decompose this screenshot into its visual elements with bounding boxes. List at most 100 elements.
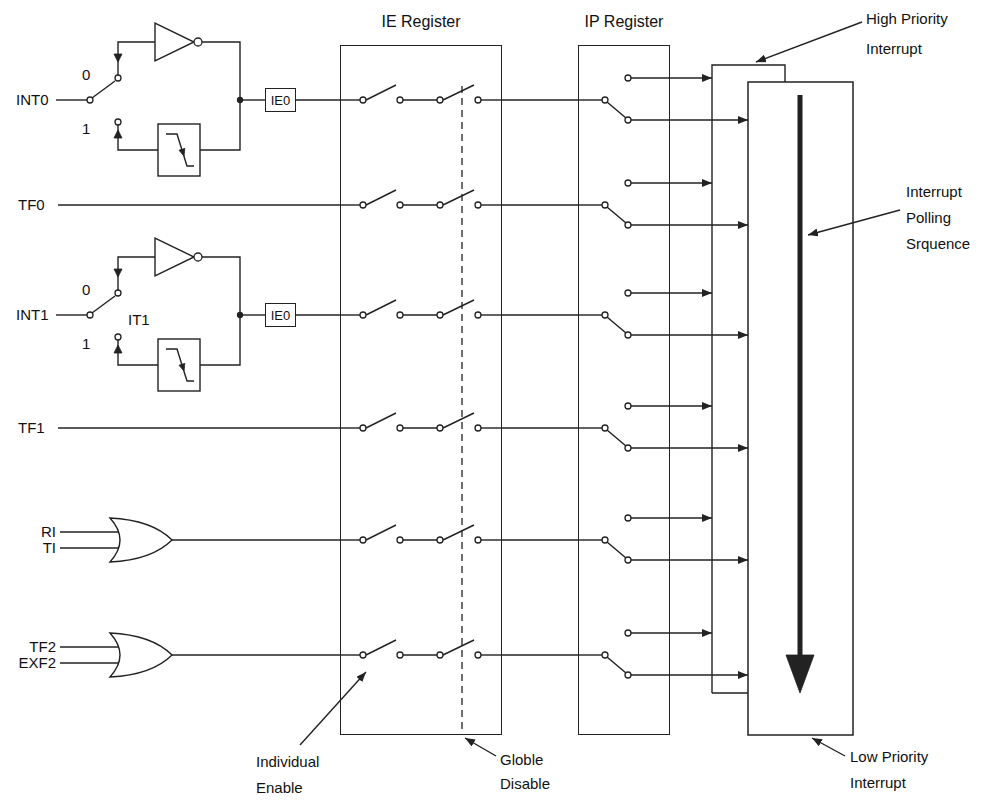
mode-switch-lever — [92, 296, 115, 313]
individual-enable-switch — [366, 413, 396, 428]
gate-output-wire — [172, 539, 340, 540]
level-path-wire — [118, 42, 155, 75]
enable-wire — [481, 654, 502, 655]
flag-box: IE0 — [265, 88, 296, 112]
low-priority-wire — [631, 119, 748, 120]
register-box: IP Register — [578, 45, 670, 735]
flag-wire — [240, 99, 265, 100]
low-priority-wire — [631, 559, 748, 560]
individual-enable-switch — [366, 85, 396, 100]
register-box: IE Register — [340, 45, 502, 735]
register-heading: IE Register — [381, 12, 460, 32]
switch-contact — [397, 537, 403, 543]
flag-box: IE0 — [265, 303, 296, 327]
switch-contact — [437, 312, 443, 318]
priority-wire — [578, 314, 602, 315]
switch-contact — [115, 119, 121, 125]
switch-position: 1 — [82, 120, 90, 138]
priority-wire — [578, 427, 602, 428]
global-enable-switch — [443, 413, 474, 428]
enable-wire — [481, 99, 502, 100]
merge-wire — [200, 257, 240, 365]
enable-wire — [481, 539, 502, 540]
edge-detector-box — [158, 339, 200, 391]
low-priority-box — [748, 82, 853, 735]
edge-path-wire — [118, 340, 158, 365]
annotation: High Priority Interrupt — [866, 4, 981, 64]
switch-contact — [437, 97, 443, 103]
switch-contact — [437, 537, 443, 543]
low-priority-wire — [631, 224, 748, 225]
enable-wire — [403, 539, 437, 540]
input-wire — [60, 646, 120, 647]
switch-contact — [437, 652, 443, 658]
switch-contact — [115, 75, 121, 81]
signal-connector — [296, 314, 340, 315]
input-wire — [58, 427, 340, 428]
high-priority-wire — [631, 517, 712, 518]
enable-wire — [481, 314, 502, 315]
high-priority-wire — [631, 77, 712, 78]
control-bit-name: IT1 — [128, 311, 150, 329]
priority-switch-lever — [607, 207, 626, 223]
enable-wire — [403, 427, 437, 428]
high-priority-wire — [631, 182, 712, 183]
switch-contact — [397, 652, 403, 658]
switch-contact — [475, 425, 481, 431]
switch-contact — [625, 672, 631, 678]
flag-wire — [240, 314, 265, 315]
switch-contact — [625, 75, 631, 81]
flow-arrow — [114, 54, 122, 62]
switch-contact — [115, 334, 121, 340]
switch-contact — [360, 97, 366, 103]
switch-contact — [475, 537, 481, 543]
switch-contact — [360, 425, 366, 431]
priority-switch-lever — [607, 317, 626, 333]
signal-name: TF1 — [18, 419, 45, 437]
priority-switch-lever — [607, 542, 626, 558]
priority-switch-lever — [607, 657, 626, 673]
input-wire — [60, 531, 120, 532]
global-disable-line — [461, 86, 462, 735]
switch-contact — [475, 312, 481, 318]
switch-contact — [360, 537, 366, 543]
switch-contact — [360, 652, 366, 658]
falling-edge-symbol — [166, 134, 194, 166]
flow-arrow — [114, 130, 122, 138]
inverter-symbol — [155, 238, 194, 276]
edge-path-wire — [118, 125, 158, 150]
switch-position: 0 — [82, 66, 90, 84]
priority-switch-lever — [607, 430, 626, 446]
enable-wire — [403, 314, 437, 315]
signal-connector — [502, 427, 578, 428]
switch-position: 0 — [82, 281, 90, 299]
enable-wire — [340, 204, 360, 205]
gate-output-wire — [172, 654, 340, 655]
enable-wire — [403, 204, 437, 205]
signal-connector — [502, 204, 578, 205]
input-wire — [56, 314, 87, 315]
switch-contact — [437, 202, 443, 208]
switch-contact — [625, 117, 631, 123]
switch-contact — [625, 403, 631, 409]
global-enable-switch — [443, 190, 474, 205]
annotation: Globle Disable — [500, 748, 558, 796]
enable-wire — [481, 427, 502, 428]
switch-contact — [397, 312, 403, 318]
individual-enable-switch — [366, 300, 396, 315]
priority-wire — [578, 204, 602, 205]
switch-contact — [475, 202, 481, 208]
switch-contact — [475, 652, 481, 658]
switch-contact — [625, 557, 631, 563]
signal-name: TF2 — [14, 638, 56, 656]
global-enable-switch — [443, 640, 474, 655]
signal-connector — [502, 314, 578, 315]
inverter-bubble — [194, 253, 202, 261]
enable-wire — [481, 204, 502, 205]
high-priority-wire — [631, 405, 712, 406]
switch-contact — [115, 290, 121, 296]
inverter-bubble — [194, 38, 202, 46]
inverter-symbol — [155, 23, 194, 61]
signal-connector — [296, 99, 340, 100]
